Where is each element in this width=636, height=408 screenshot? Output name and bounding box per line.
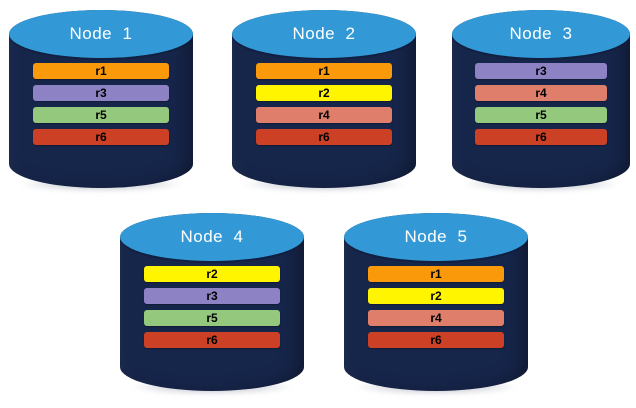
- replica-bar-r4[interactable]: r4: [367, 310, 505, 327]
- cylinder-top-ellipse: [344, 213, 528, 262]
- node-label: Node 2: [292, 24, 356, 44]
- replica-bar-r3[interactable]: r3: [143, 288, 281, 305]
- replica-bar-r6[interactable]: r6: [32, 129, 170, 146]
- replica-bar-r5[interactable]: r5: [143, 310, 281, 327]
- replica-bar-r6[interactable]: r6: [367, 332, 505, 349]
- replica-bar-r3[interactable]: r3: [32, 85, 170, 102]
- replica-bar-r4[interactable]: r4: [475, 85, 607, 102]
- cylinder-top-ellipse: [9, 10, 193, 59]
- replica-bar-r3[interactable]: r3: [475, 63, 607, 80]
- replica-bar-r2[interactable]: r2: [367, 288, 505, 305]
- replica-bar-r5[interactable]: r5: [32, 107, 170, 124]
- cylinder-top-ellipse: [232, 10, 416, 59]
- replica-bar-r6[interactable]: r6: [255, 129, 393, 146]
- replica-bar-r4[interactable]: r4: [255, 107, 393, 124]
- database-node-5[interactable]: Node 5 r1 r2 r4 r6: [342, 211, 530, 395]
- replica-bar-r1[interactable]: r1: [367, 266, 505, 283]
- node-label: Node 1: [69, 24, 133, 44]
- cylinder-top-ellipse: [120, 213, 304, 262]
- replica-bar-r1[interactable]: r1: [255, 63, 393, 80]
- database-node-4[interactable]: Node 4 r2 r3 r5 r6: [118, 211, 306, 395]
- replica-list: r1 r3 r5 r6: [32, 63, 170, 146]
- replica-list: r1 r2 r4 r6: [367, 266, 505, 349]
- replica-bar-r2[interactable]: r2: [143, 266, 281, 283]
- replica-bar-r5[interactable]: r5: [475, 107, 607, 124]
- database-node-1[interactable]: Node 1 r1 r3 r5 r6: [7, 8, 195, 192]
- replica-list: r1 r2 r4 r6: [255, 63, 393, 146]
- node-label: Node 3: [509, 24, 573, 44]
- replica-list: r3 r4 r5 r6: [475, 63, 607, 146]
- database-node-2[interactable]: Node 2 r1 r2 r4 r6: [230, 8, 418, 192]
- database-node-3[interactable]: Node 3 r3 r4 r5 r6: [450, 8, 632, 192]
- node-label: Node 4: [180, 227, 244, 247]
- replica-bar-r6[interactable]: r6: [143, 332, 281, 349]
- cylinder-top-ellipse: [452, 10, 630, 59]
- replica-bar-r2[interactable]: r2: [255, 85, 393, 102]
- replica-bar-r1[interactable]: r1: [32, 63, 170, 80]
- node-label: Node 5: [404, 227, 468, 247]
- replica-bar-r6[interactable]: r6: [475, 129, 607, 146]
- replica-list: r2 r3 r5 r6: [143, 266, 281, 349]
